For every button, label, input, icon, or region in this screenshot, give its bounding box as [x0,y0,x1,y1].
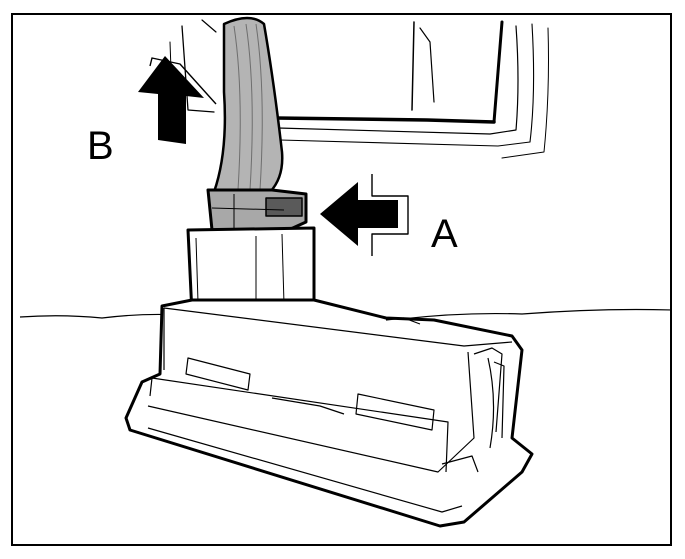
diagram-frame: A B [11,13,672,546]
callout-label-b: B [87,124,114,168]
module-body-detail [147,307,513,513]
arrow-a [320,174,409,256]
panel-outline [169,19,549,159]
arrow-b-head [138,56,204,144]
cable [212,16,284,194]
cable-wire-lines [233,23,263,191]
diagram-illustration [19,16,670,528]
module-body [124,298,534,528]
arrow-a-head [320,182,398,246]
connector-plug [206,188,308,234]
module-upper-detail [195,233,285,308]
arrow-b [138,56,217,144]
callout-label-a: A [431,212,458,256]
